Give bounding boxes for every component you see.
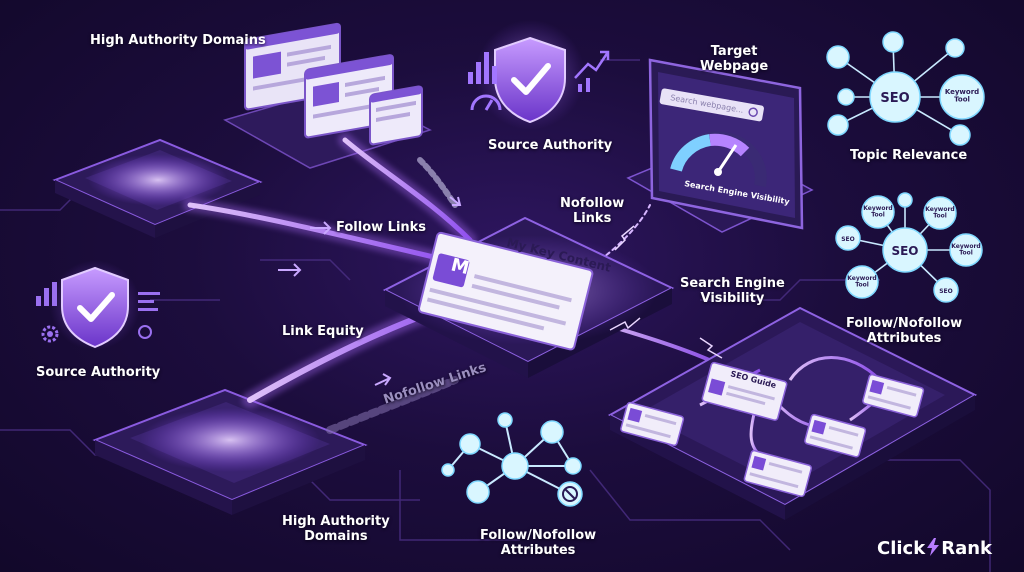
brand-suffix: Rank xyxy=(941,538,992,559)
shield-check-icon xyxy=(475,20,585,130)
follow-nofollow-graph xyxy=(441,412,583,507)
bar-chart-icon xyxy=(468,52,497,84)
label-source-authority-top: Source Authority xyxy=(488,138,613,153)
circuit-traces xyxy=(0,59,991,572)
lightning-icon xyxy=(927,538,940,556)
gear-icon xyxy=(41,325,59,343)
my-key-content-card xyxy=(418,231,594,351)
gauge-icon xyxy=(470,94,502,111)
seo-right-center-label: SEO xyxy=(891,244,918,258)
label-link-equity: Link Equity xyxy=(282,324,364,339)
brand-logo: Click Rank xyxy=(877,536,1017,562)
backlink-screens xyxy=(223,22,432,169)
content-network-platform xyxy=(607,306,978,520)
left-text-lines-icon xyxy=(138,292,160,339)
label-high-authority-domains-top: High Authority Domains xyxy=(90,33,266,48)
no-entry-icon xyxy=(562,486,578,502)
seo-top-center-label: SEO xyxy=(880,91,909,106)
shield-check-icon-left xyxy=(50,260,140,350)
seo-right-node-5: SEO xyxy=(939,288,953,295)
flow-arrows xyxy=(278,196,462,386)
left-bar-chart-icon xyxy=(36,282,57,306)
label-topic-relevance: Topic Relevance xyxy=(850,148,968,163)
trend-chart-icon xyxy=(574,50,610,92)
target-webpage-monitor xyxy=(626,58,814,233)
central-card-badge: M xyxy=(449,254,471,279)
high-authority-tower-bottom xyxy=(92,270,368,515)
brand-prefix: Click xyxy=(877,538,926,559)
label-source-authority-left: Source Authority xyxy=(36,365,161,380)
seo-right-node-4: SEO xyxy=(841,236,855,243)
label-follow-links: Follow Links xyxy=(336,220,427,235)
spark-effects xyxy=(609,225,723,359)
